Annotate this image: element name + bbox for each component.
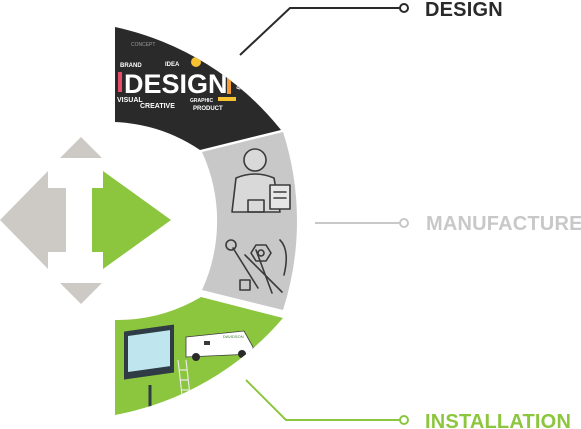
- wrench-icon: [225, 239, 259, 289]
- installation-segment: DAVIDSON: [115, 297, 283, 415]
- collage-word-creative: CREATIVE: [140, 103, 175, 110]
- manufacture-connector: [315, 218, 409, 228]
- collage-word-product: PRODUCT: [193, 106, 223, 112]
- collage-word-concept: CONCEPT: [131, 42, 155, 48]
- design-arc: [115, 27, 281, 150]
- lightbulb-icon: [191, 57, 201, 67]
- stage-label-design: DESIGN: [425, 0, 503, 21]
- worker-head-icon: [243, 148, 267, 172]
- four-way-arrow-icon: [0, 137, 171, 304]
- collage-word-project: PROJECT: [236, 62, 251, 91]
- collage-word-visual: VISUAL: [117, 97, 143, 104]
- installation-connector: [245, 379, 409, 425]
- collage-word-style: STYLE: [213, 61, 239, 70]
- arrow-right: [92, 171, 171, 269]
- collage-word-brand: BRAND: [120, 63, 142, 69]
- pliers-icon: [244, 249, 283, 294]
- arrow-left: [0, 171, 66, 269]
- collage-word-graphic: GRAPHIC: [190, 98, 213, 104]
- arrow-up: [60, 137, 102, 158]
- design-connector: [239, 3, 409, 56]
- manufacture-segment: [202, 132, 297, 310]
- stage-label-installation: INSTALLATION: [425, 411, 571, 429]
- collage-word-idea: IDEA: [165, 62, 180, 68]
- arrow-down: [60, 283, 102, 304]
- spanner-icon: [279, 239, 288, 276]
- clipboard-icon: [269, 184, 291, 210]
- worker-illustration: [225, 148, 291, 294]
- overalls-pocket: [247, 199, 265, 213]
- ruler-icon: [227, 72, 231, 94]
- billboard-screen: [128, 330, 170, 373]
- manufacture-arc: [202, 132, 297, 310]
- collage-headline: DESIGN: [124, 69, 228, 99]
- stage-label-manufacture: MANUFACTURE: [426, 213, 581, 235]
- van-brand-label: DAVIDSON: [223, 334, 244, 339]
- nut-icon: [250, 244, 272, 262]
- bolt-icon: [239, 279, 251, 291]
- design-segment: CONCEPT BRAND IDEA STYLE DESIGN VISUAL C…: [115, 27, 281, 150]
- pencil-icon: [118, 72, 122, 92]
- color-bar-icon: [218, 97, 236, 101]
